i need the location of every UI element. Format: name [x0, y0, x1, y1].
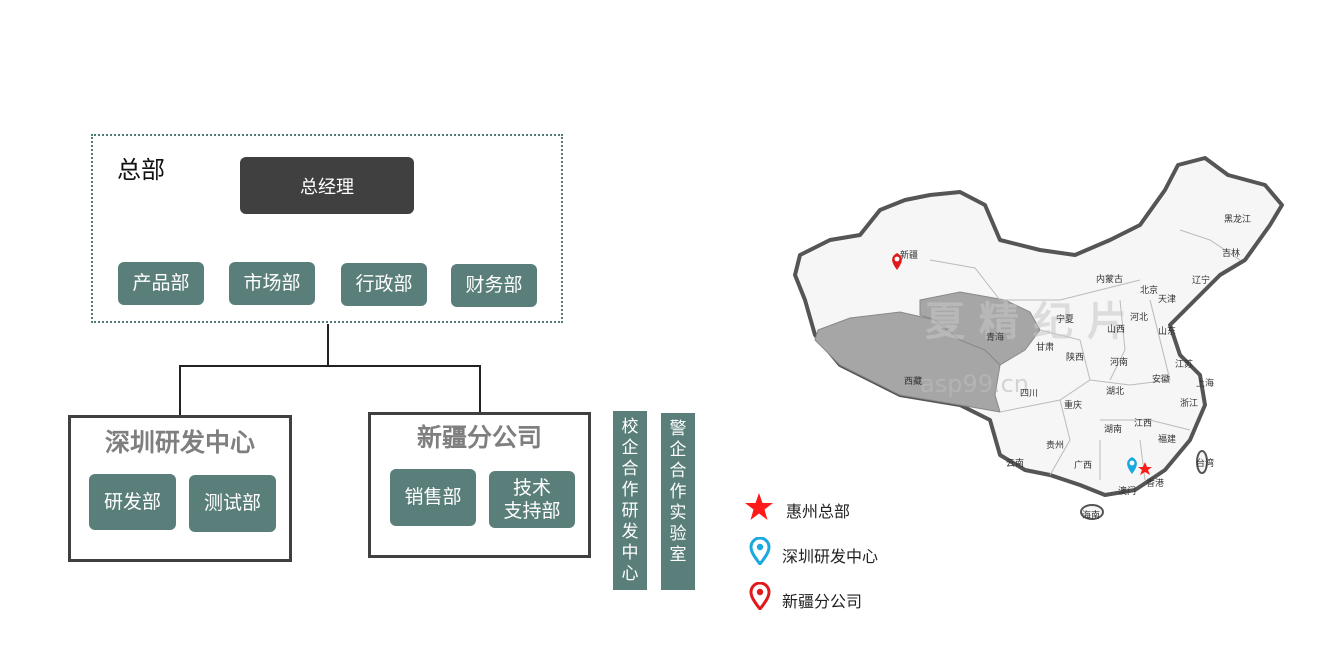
- label-taiwan: 台湾: [1196, 457, 1214, 469]
- label-henan: 河南: [1110, 356, 1128, 368]
- branch-shenzhen-title: 深圳研发中心: [104, 428, 255, 457]
- map-marker-shenzhen: [1127, 457, 1137, 474]
- label-beijing: 北京: [1140, 284, 1158, 296]
- legend-shenzhen-rd: 深圳研发中心: [782, 547, 879, 566]
- label-hunan: 湖南: [1104, 423, 1122, 435]
- headquarters-frame: [91, 134, 563, 323]
- legend-xinjiang-branch: 新疆分公司: [782, 592, 863, 611]
- dept-marketing: 市场部: [229, 262, 315, 305]
- label-fujian: 福建: [1158, 433, 1176, 445]
- map-marker-huizhou: [1138, 462, 1152, 475]
- label-shaanxi: 陕西: [1066, 351, 1084, 363]
- dept-product: 产品部: [118, 262, 204, 305]
- label-guangxi: 广西: [1074, 459, 1092, 471]
- label-heilongjiang: 黑龙江: [1224, 213, 1251, 225]
- red-pin-icon: [749, 581, 771, 612]
- province-labels: 黑龙江 吉林 辽宁 内蒙古 北京 天津 河北 山东 山西 新疆 青海 宁夏 甘肃…: [900, 213, 1251, 521]
- lab-school-enterprise-rd: 校企合作研发中心: [613, 411, 647, 590]
- label-hainan: 海南: [1082, 509, 1100, 521]
- label-anhui: 安徽: [1152, 373, 1170, 385]
- unit-rd: 研发部: [89, 474, 176, 530]
- lab-school-enterprise-rd-label: 校企合作研发中心: [621, 417, 639, 584]
- label-sichuan: 四川: [1020, 389, 1038, 399]
- map-marker-xinjiang: [892, 253, 902, 270]
- lab-police-enterprise-label: 警企合作实验室: [669, 419, 687, 565]
- label-neimenggu: 内蒙古: [1096, 273, 1123, 285]
- label-xizang: 西藏: [904, 375, 922, 387]
- region-qinghai: [919, 291, 1041, 366]
- label-gansu: 甘肃: [1036, 341, 1054, 353]
- region-taiwan: [1196, 450, 1208, 474]
- label-jiangsu: 江苏: [1175, 358, 1193, 370]
- region-xizang: [814, 311, 1001, 413]
- legend-huizhou-hq: 惠州总部: [786, 502, 851, 521]
- blue-pin-icon: [749, 536, 771, 567]
- label-xinjiang: 新疆: [900, 249, 918, 261]
- label-hubei: 湖北: [1106, 386, 1124, 397]
- label-jiangxi: 江西: [1134, 418, 1152, 429]
- label-jilin: 吉林: [1222, 247, 1240, 259]
- unit-tech-support: 技术 支持部: [489, 471, 575, 528]
- label-aomen: 澳门: [1118, 485, 1136, 497]
- lab-police-enterprise: 警企合作实验室: [661, 413, 695, 590]
- label-shanghai: 上海: [1196, 377, 1214, 389]
- general-manager-box: 总经理: [240, 157, 414, 214]
- map-watermark: asp99.cn: [920, 370, 1029, 398]
- label-ningxia: 宁夏: [1056, 313, 1074, 325]
- label-shanxi: 山西: [1107, 324, 1125, 335]
- province-borders: [929, 229, 1241, 481]
- label-tianjin: 天津: [1158, 294, 1176, 305]
- label-xianggang: 香港: [1146, 477, 1164, 489]
- region-hainan: [1080, 504, 1104, 520]
- headquarters-title: 总部: [117, 156, 165, 184]
- label-liaoning: 辽宁: [1192, 274, 1210, 286]
- map-watermark-glyphs: 夏 精 纪 片: [925, 299, 1127, 345]
- label-guizhou: 贵州: [1046, 439, 1064, 451]
- unit-testing: 测试部: [189, 475, 276, 532]
- label-yunnan: 云南: [1006, 457, 1024, 469]
- unit-sales: 销售部: [390, 469, 476, 526]
- label-zhejiang: 浙江: [1180, 397, 1198, 409]
- label-hebei: 河北: [1130, 311, 1148, 323]
- branch-xinjiang-title: 新疆分公司: [416, 423, 542, 452]
- china-map: 夏 精 纪 片 asp99.cn 黑龙江 吉林 辽宁 内蒙古 北京 天津 河北 …: [793, 156, 1284, 521]
- label-shandong: 山东: [1158, 325, 1176, 337]
- dept-finance: 财务部: [451, 264, 537, 307]
- label-chongqing: 重庆: [1064, 399, 1082, 411]
- dept-administration: 行政部: [341, 263, 427, 306]
- label-qinghai: 青海: [986, 331, 1004, 343]
- red-star-icon: [744, 492, 774, 522]
